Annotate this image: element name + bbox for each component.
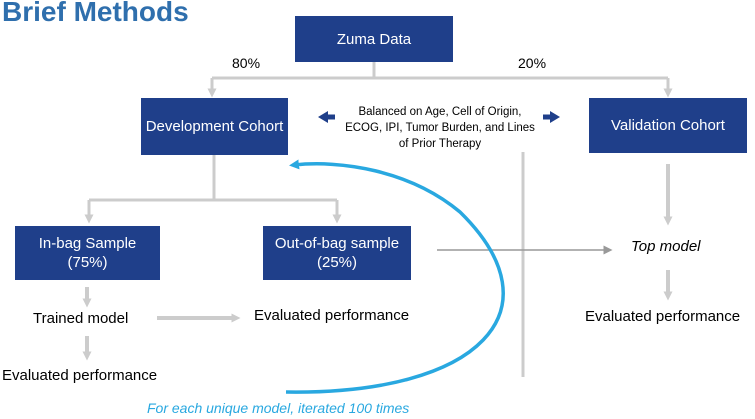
outofbag-sample-node: Out-of-bag sample (25%) [263, 226, 411, 280]
iteration-loop-arrow [285, 159, 505, 394]
zuma-split-connector [207, 62, 673, 98]
evaluated-performance-validation: Evaluated performance [585, 308, 741, 325]
split-dev-percent: 80% [232, 55, 261, 71]
validation-cohort-node: Validation Cohort [589, 98, 747, 153]
inbag-sample-node: In-bag Sample (75%) [15, 226, 160, 280]
trained-model-label: Trained model [33, 310, 129, 327]
page-title: Brief Methods [2, 0, 189, 27]
development-cohort-node: Development Cohort [141, 98, 288, 155]
balanced-double-arrow [318, 111, 560, 123]
evaluated-performance-inbag: Evaluated performance [2, 367, 158, 384]
inbag-chain-arrows [82, 287, 241, 361]
split-val-percent: 20% [518, 55, 547, 71]
balanced-note: Balanced on Age, Cell of Origin, ECOG, I… [345, 106, 535, 150]
zuma-data-node: Zuma Data [295, 16, 453, 62]
top-model-label: Top model [631, 238, 701, 255]
evaluated-performance-oob: Evaluated performance [254, 307, 410, 324]
development-split-connector [84, 155, 342, 224]
iteration-note: For each unique model, iterated 100 time… [147, 400, 410, 416]
